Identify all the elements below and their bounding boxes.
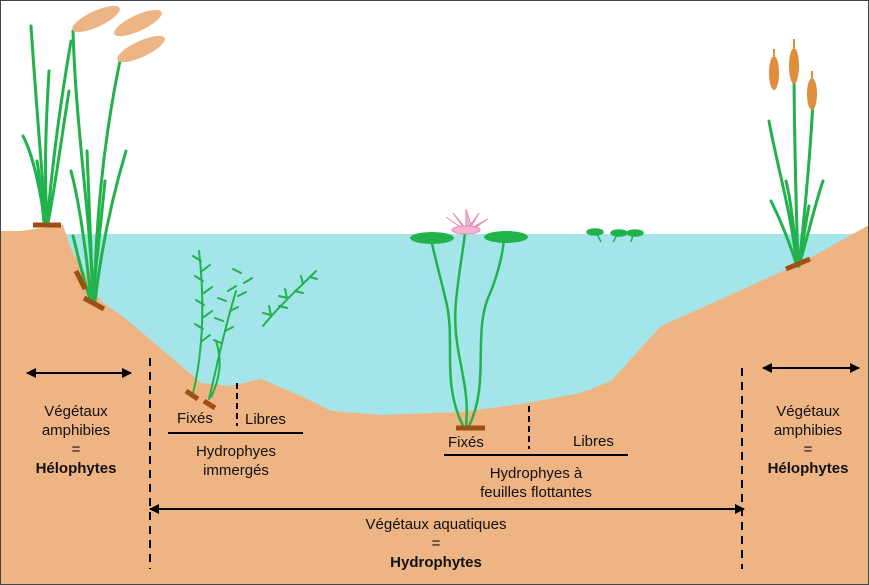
left-zone-equals: = <box>11 440 141 459</box>
floating-line1: Hydrophyes à <box>451 464 621 483</box>
floating-free-label: Libres <box>573 432 614 451</box>
left-zone-line1: Végétaux <box>11 402 141 421</box>
submerged-group-label: Hydrophyes immergés <box>161 442 311 480</box>
left-zone-line2: amphibies <box>11 421 141 440</box>
left-zone-label: Végétaux amphibies = Hélophytes <box>11 402 141 478</box>
lily-pad-icon <box>484 231 528 243</box>
submerged-fixed-label: Fixés <box>177 409 213 428</box>
left-reed-plant <box>23 26 71 223</box>
aquatic-group-label: Végétaux aquatiques = Hydrophytes <box>331 515 541 572</box>
right-zone-term: Hélophytes <box>746 459 869 478</box>
submerged-line1: Hydrophyes <box>161 442 311 461</box>
aquatic-term: Hydrophytes <box>331 553 541 572</box>
submerged-free-label: Libres <box>245 410 286 429</box>
left-zone-term: Hélophytes <box>11 459 141 478</box>
reed-plume-icon <box>69 1 168 67</box>
right-zone-line1: Végétaux <box>746 402 869 421</box>
water-lily-flower-icon <box>446 209 488 234</box>
right-zone-label: Végétaux amphibies = Hélophytes <box>746 402 869 478</box>
aquatic-equals: = <box>331 534 541 553</box>
aquatic-line1: Végétaux aquatiques <box>331 515 541 534</box>
submerged-line2: immergés <box>161 461 311 480</box>
right-zone-line2: amphibies <box>746 421 869 440</box>
floating-group-label: Hydrophyes à feuilles flottantes <box>451 464 621 502</box>
right-zone-equals: = <box>746 440 869 459</box>
floating-fixed-label: Fixés <box>448 433 484 452</box>
lily-pad-icon <box>410 232 454 244</box>
floating-line2: feuilles flottantes <box>451 483 621 502</box>
